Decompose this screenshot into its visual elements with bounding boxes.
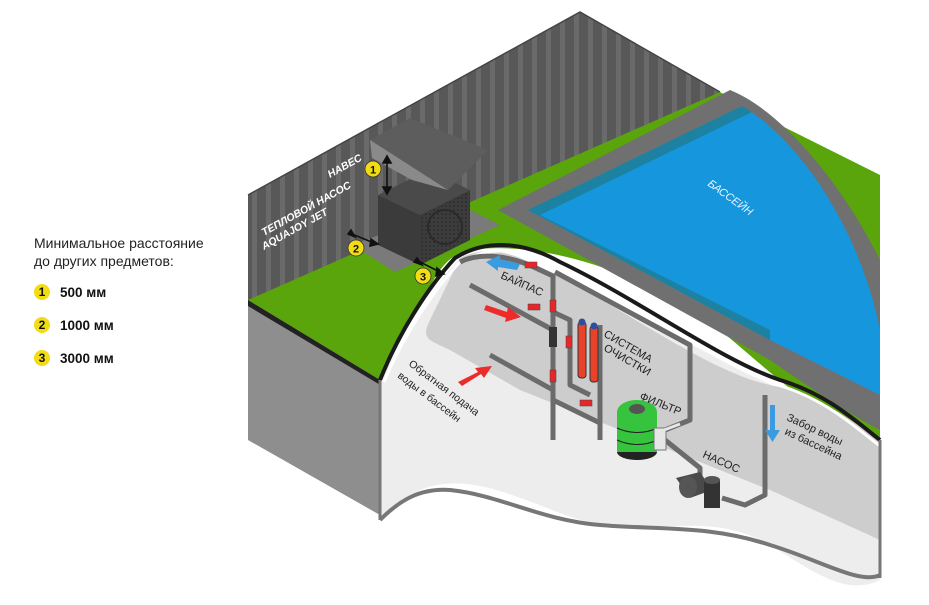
- blue-arrow-intake: [765, 405, 780, 442]
- distance-legend: Минимальное расстояние до других предмет…: [34, 234, 234, 366]
- sand-filter: [616, 400, 681, 460]
- cleaning-system: [577, 318, 599, 383]
- marker-2: 2: [347, 239, 365, 257]
- canopy-roof: [370, 118, 488, 190]
- valve: [565, 335, 573, 349]
- legend-item-1: 1 500 мм: [34, 284, 106, 300]
- valve: [579, 399, 593, 407]
- bypass-blue-arrow: [486, 255, 520, 271]
- fence-top-edge: [247, 11, 721, 196]
- legend-title-line2: до других предметов:: [34, 253, 174, 269]
- valves: [524, 261, 593, 407]
- legend-value-1: 500 мм: [60, 284, 107, 300]
- dimension-arrow-1: [381, 154, 393, 196]
- circulation-pump: [676, 472, 720, 508]
- valve: [527, 303, 541, 311]
- cut-rim-white: [382, 249, 881, 448]
- pool-inner-edge: [528, 106, 770, 340]
- floor-front-edge: [378, 487, 881, 580]
- ground-block-left-face: [248, 300, 380, 515]
- marker-3-text: 3: [420, 272, 426, 284]
- ground-block-edge: [248, 300, 382, 386]
- back-fence-wall: [248, 12, 720, 300]
- legend-badge-2: 2: [34, 317, 50, 333]
- valve: [549, 369, 557, 383]
- marker-1-text: 1: [370, 165, 376, 177]
- legend-badge-3: 3: [34, 350, 50, 366]
- dimension-arrow-3: [412, 256, 446, 278]
- marker-3: 3: [414, 267, 432, 285]
- heat-pump-fan: [427, 209, 463, 245]
- check-valve: [549, 327, 557, 347]
- legend-item-2: 2 1000 мм: [34, 317, 114, 333]
- red-arrow-return: [458, 366, 492, 386]
- cut-rim: [378, 243, 882, 442]
- legend-badge-1: 1: [34, 284, 50, 300]
- red-arrow-bypass-flow: [484, 305, 521, 322]
- marker-2-text: 2: [353, 244, 359, 256]
- legend-title-line1: Минимальное расстояние: [34, 235, 204, 251]
- marker-1: 1: [364, 160, 382, 178]
- canopy-side: [370, 140, 448, 190]
- pool-water: [528, 106, 880, 395]
- legend-item-3: 3 3000 мм: [34, 350, 114, 366]
- legend-value-2: 1000 мм: [60, 317, 114, 333]
- valve: [549, 299, 557, 313]
- dimension-arrow-2: [346, 228, 380, 248]
- heat-pump-front: [378, 195, 420, 265]
- valve: [524, 261, 538, 269]
- legend-value-3: 3000 мм: [60, 350, 114, 366]
- pipe-network: [458, 253, 768, 508]
